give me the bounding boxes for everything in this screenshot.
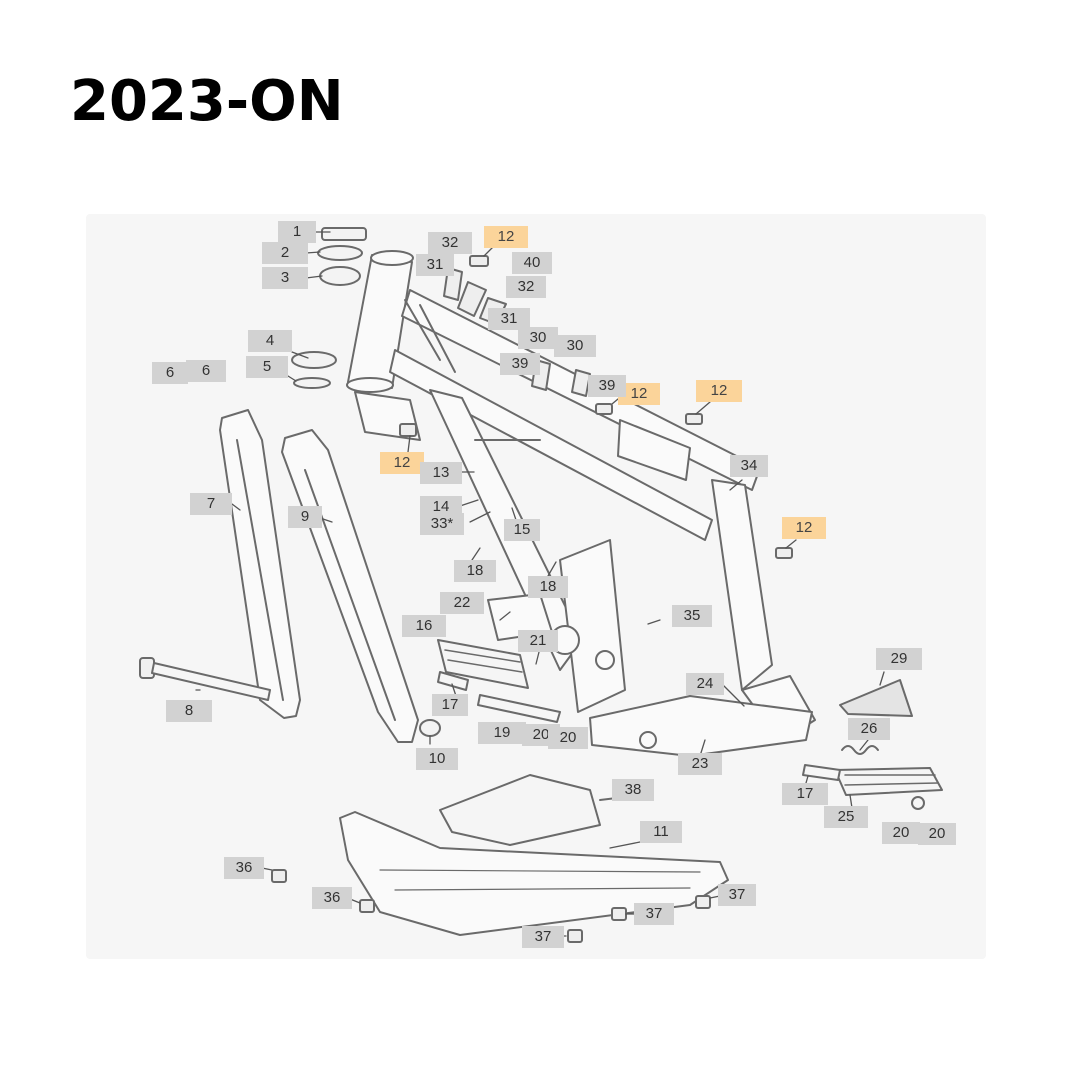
callout-31: 31 [488,308,530,330]
callout-37: 37 [522,926,564,948]
callout-14: 14 [420,496,462,518]
callout-29: 29 [876,648,922,670]
callout-1: 1 [278,221,316,243]
callout-33: 33* [420,513,464,535]
callout-9: 9 [288,506,322,528]
callout-22: 22 [440,592,484,614]
footpeg-right [834,767,943,796]
callout-18: 18 [528,576,568,598]
callout-31: 31 [416,254,454,276]
callout-39: 39 [588,375,626,397]
chain-guard [839,679,913,717]
callout-5: 5 [246,356,288,378]
callout-12-highlighted: 12 [380,452,424,474]
callout-2: 2 [262,242,308,264]
callout-30: 30 [518,327,558,349]
callout-21: 21 [518,630,558,652]
callout-32: 32 [506,276,546,298]
engine-bracket-right [281,429,419,743]
callout-6: 6 [186,360,226,382]
callout-20: 20 [548,727,588,749]
top-fasteners [399,255,793,559]
return-spring [841,745,879,755]
callout-36: 36 [312,887,352,909]
callout-35: 35 [672,605,712,627]
callout-11: 11 [640,821,682,843]
linkage-arm [589,695,813,757]
callout-16: 16 [402,615,446,637]
swingarm-pivot-bolt [139,657,271,701]
callout-18: 18 [454,560,496,582]
callout-25: 25 [824,806,868,828]
callout-12-highlighted: 12 [696,380,742,402]
skid-plate [339,811,729,936]
callout-12-highlighted: 12 [484,226,528,248]
frame-cross-brace [404,299,541,441]
callout-34: 34 [730,455,768,477]
callout-40: 40 [512,252,552,274]
spacer [419,719,441,737]
callout-23: 23 [678,753,722,775]
callout-8: 8 [166,700,212,722]
skid-plate-bracket [439,774,601,846]
callout-37: 37 [718,884,756,906]
callout-6: 6 [152,362,188,384]
callout-13: 13 [420,462,462,484]
engine-bracket-left [219,409,301,719]
callout-30: 30 [554,335,596,357]
callout-37: 37 [634,903,674,925]
callout-12-highlighted: 12 [782,517,826,539]
callout-24: 24 [686,673,724,695]
footpeg-pin [477,694,561,723]
callout-17: 17 [782,783,828,805]
callout-15: 15 [504,519,540,541]
callout-4: 4 [248,330,292,352]
callout-7: 7 [190,493,232,515]
skid-plate-screws [271,869,711,943]
callout-12-highlighted: 12 [618,383,660,405]
callout-3: 3 [262,267,308,289]
callout-20: 20 [882,822,920,844]
callout-20: 20 [918,823,956,845]
callout-32: 32 [428,232,472,254]
page-title: 2023-ON [70,69,344,134]
callout-26: 26 [848,718,890,740]
main-frame [346,250,816,743]
callout-39: 39 [500,353,540,375]
callout-10: 10 [416,748,458,770]
steering-bearings [291,227,367,389]
callout-17: 17 [432,694,468,716]
callout-38: 38 [612,779,654,801]
callout-36: 36 [224,857,264,879]
callout-19: 19 [478,722,526,744]
